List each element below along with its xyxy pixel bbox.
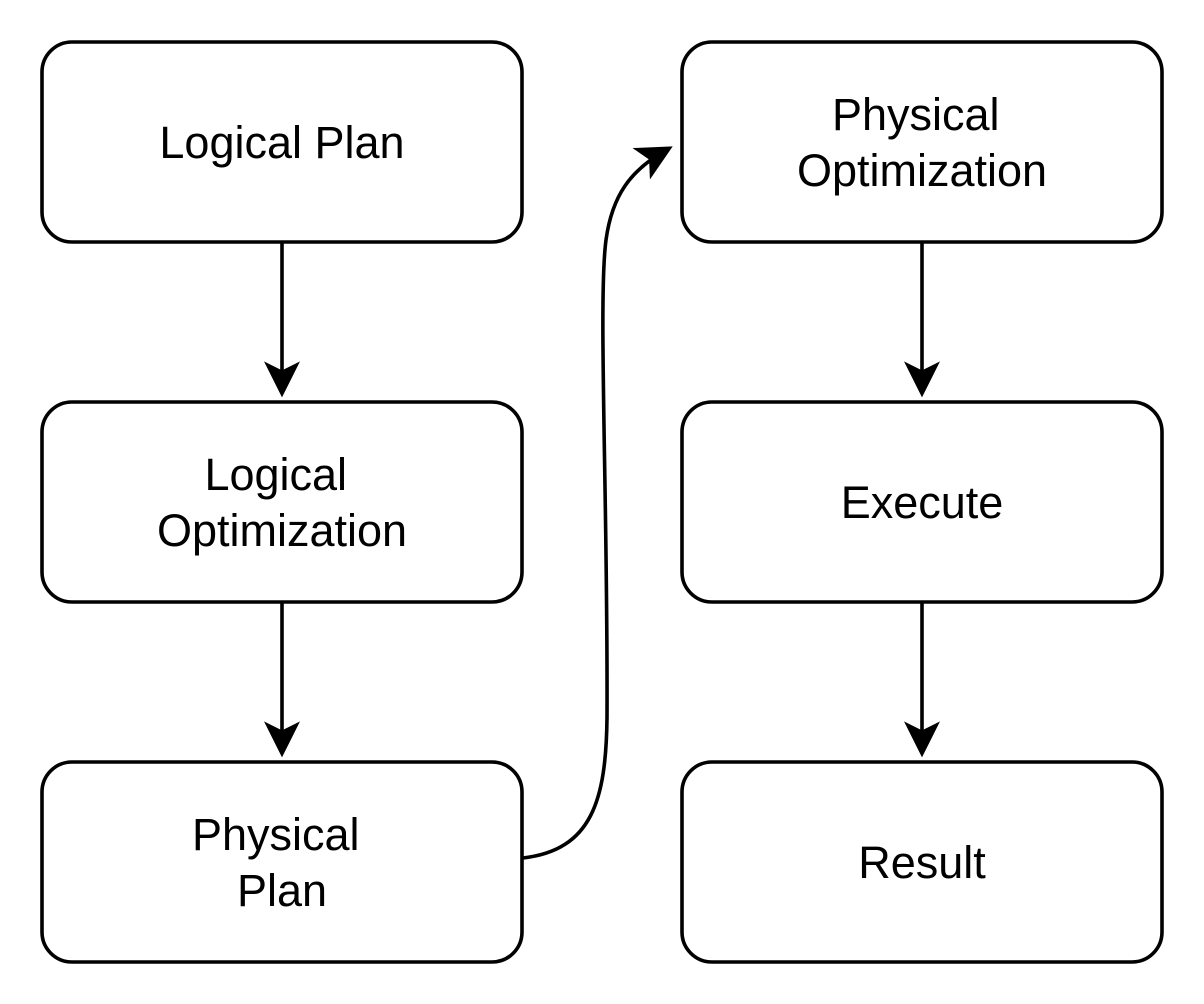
node-result: Result: [680, 760, 1164, 964]
node-physical-plan-label: Physical Plan: [192, 809, 372, 916]
node-physical-optimization: Physical Optimization: [680, 40, 1164, 244]
node-execute: Execute: [680, 400, 1164, 604]
edge-physical-plan-to-physical-optimization: [522, 146, 673, 860]
node-logical-optimization: Logical Optimization: [40, 400, 524, 604]
nodes-layer: Logical Plan Logical Optimization Physic…: [40, 40, 1164, 964]
node-physical-plan: Physical Plan: [40, 760, 524, 964]
node-physical-plan-box: [40, 760, 524, 964]
node-logical-plan-label: Logical Plan: [159, 117, 404, 168]
node-physical-optimization-box: [680, 40, 1164, 244]
node-execute-box: [680, 400, 1164, 604]
node-execute-label: Execute: [841, 477, 1004, 528]
edges-layer: [264, 146, 940, 860]
node-logical-optimization-box: [40, 400, 524, 604]
node-result-label: Result: [858, 837, 986, 888]
node-logical-plan: Logical Plan: [40, 40, 524, 244]
node-logical-optimization-label: Logical Optimization: [157, 449, 407, 556]
node-physical-optimization-label: Physical Optimization: [797, 89, 1047, 196]
node-logical-plan-box: [40, 40, 524, 244]
node-result-box: [680, 760, 1164, 964]
